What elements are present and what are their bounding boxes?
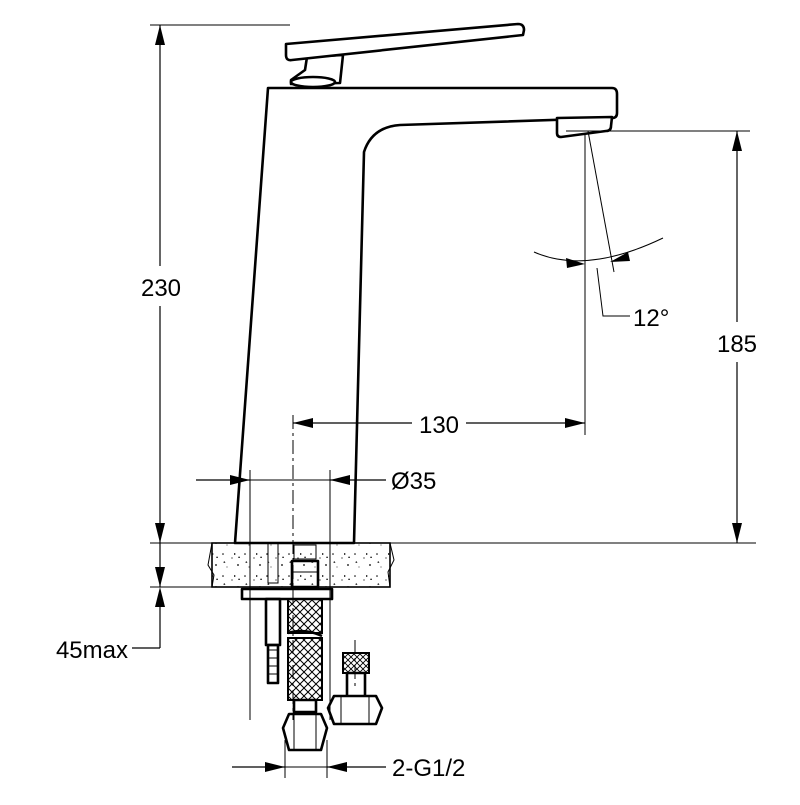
deck-slab xyxy=(211,542,391,588)
dim-total-height: 230 xyxy=(136,24,290,543)
dim-reach: 130 xyxy=(293,135,586,440)
arrow-185-top xyxy=(732,131,742,151)
arrow-35-left xyxy=(230,475,250,485)
arrow-g-left xyxy=(265,762,285,772)
hose-nut-short xyxy=(326,694,384,726)
dim-spout-height: 185 xyxy=(566,130,762,543)
label-bg-185 xyxy=(712,322,762,362)
shank-top xyxy=(293,544,317,560)
hose-upper xyxy=(287,598,323,634)
angle-arc xyxy=(533,237,664,262)
arrow-35-right xyxy=(330,475,350,485)
label-bg-230 xyxy=(136,266,186,306)
angle-ray xyxy=(587,130,615,273)
dim-label-130: 130 xyxy=(419,412,459,439)
dim-connections: 2-G1/2 xyxy=(232,740,465,782)
hose-short xyxy=(342,652,370,674)
hose-ferrule xyxy=(292,698,318,714)
dim-spout-angle: 12° xyxy=(533,130,669,332)
arrow-230-bottom xyxy=(155,523,165,543)
hose-short-ferrule xyxy=(345,671,367,699)
arrow-12-left xyxy=(566,258,585,268)
deck-break-right xyxy=(387,542,395,588)
arrow-230-top xyxy=(155,25,165,45)
dim-label-45max: 45max xyxy=(56,637,128,664)
body-outline xyxy=(233,86,619,545)
dim-label-185: 185 xyxy=(717,331,757,358)
countertop xyxy=(150,542,756,588)
arrow-12-right xyxy=(610,252,630,262)
dim-label-230: 230 xyxy=(141,275,181,302)
arrow-130-left xyxy=(293,418,313,428)
rod-thread xyxy=(268,649,278,675)
aerator xyxy=(555,115,614,139)
lever-handle xyxy=(284,22,526,62)
shank-nut xyxy=(290,559,320,589)
faucet-body xyxy=(233,22,619,545)
dim-label-12: 12° xyxy=(633,305,669,332)
center-lines xyxy=(292,415,356,720)
hose-nut-long xyxy=(281,712,329,752)
arrow-185-bottom xyxy=(732,523,742,543)
handle-base xyxy=(289,75,337,89)
arrow-g-right xyxy=(327,762,347,772)
arrow-45-top xyxy=(155,567,165,587)
dim-label-g12: 2-G1/2 xyxy=(392,755,465,782)
rod-end xyxy=(266,643,280,685)
dim-deck-thickness: 45max xyxy=(56,543,165,664)
arrow-45-bottom xyxy=(155,587,165,607)
angle-leader xyxy=(596,267,630,317)
threaded-rod xyxy=(264,597,282,647)
mounting-plate xyxy=(240,587,334,601)
label-bg-130 xyxy=(412,404,466,440)
dim-base-diameter: Ø35 xyxy=(196,468,436,720)
underside-fittings xyxy=(240,542,384,752)
arrow-130-right xyxy=(565,418,585,428)
hose-long xyxy=(287,637,323,701)
hose-break xyxy=(287,629,323,638)
deck-break-left xyxy=(207,542,215,588)
threaded-rod-top xyxy=(267,542,279,584)
dim-label-35: Ø35 xyxy=(391,468,436,495)
